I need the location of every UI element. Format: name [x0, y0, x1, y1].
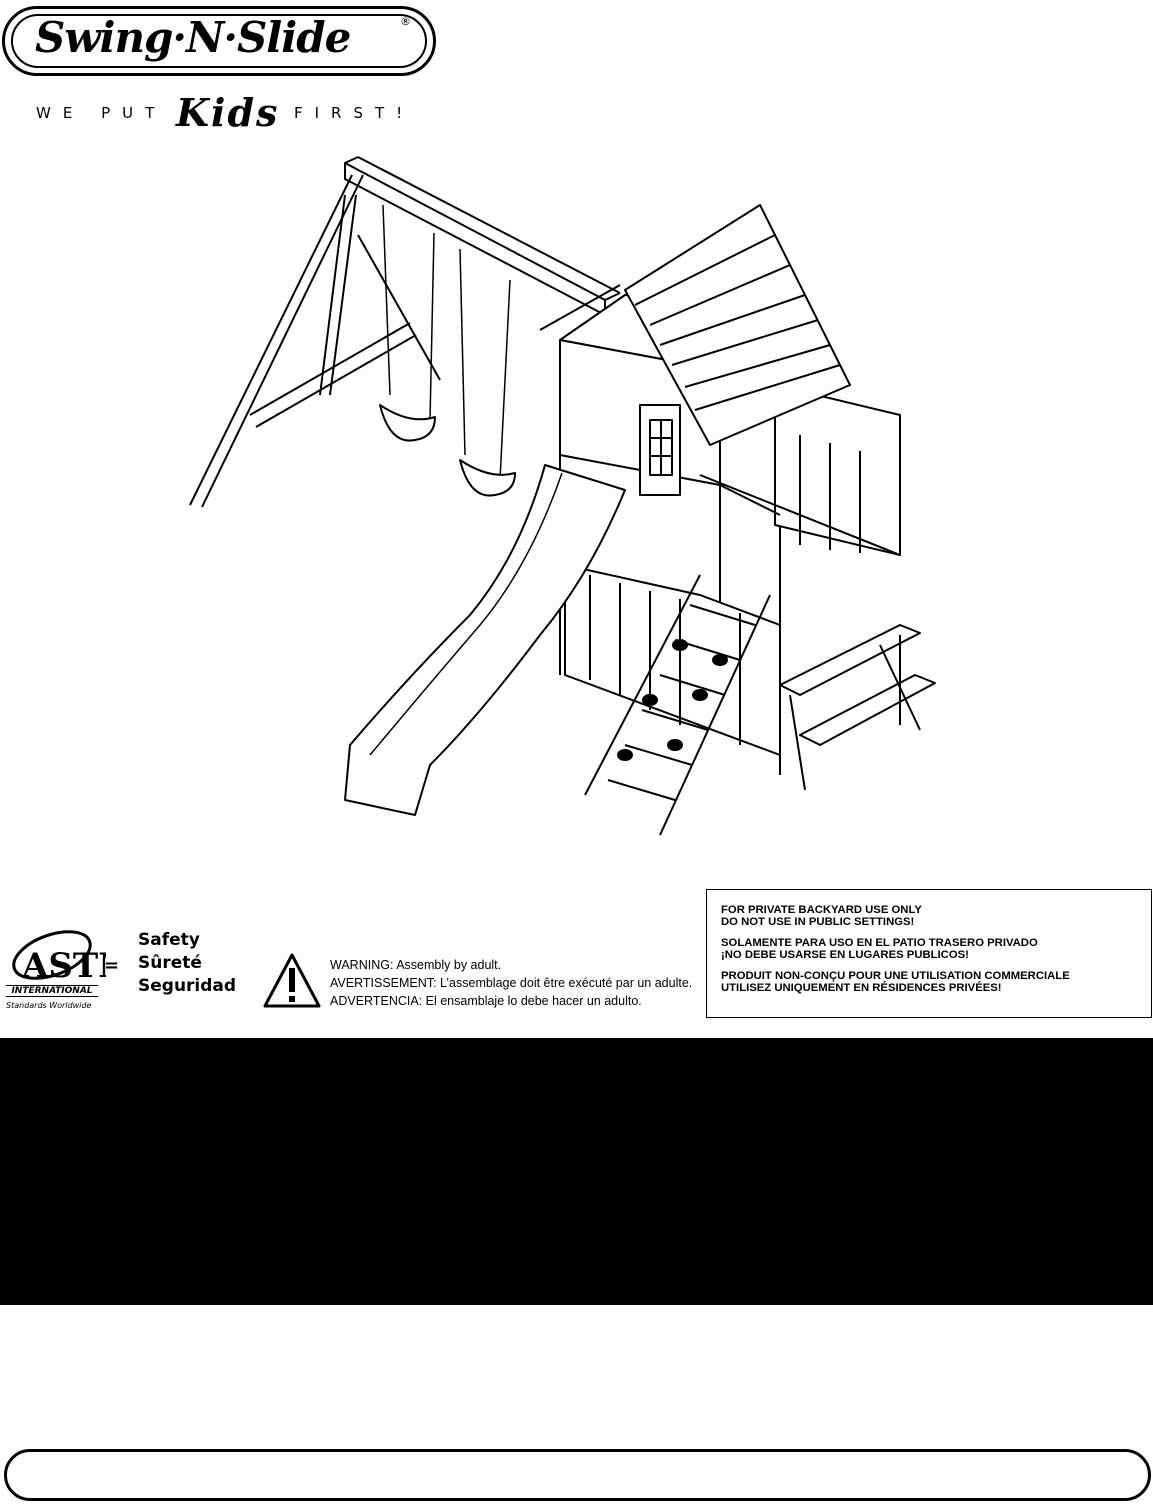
playset-illustration: [189, 156, 936, 836]
astm-logo: ASTM: [12, 930, 106, 986]
swing-seat-right: [459, 459, 516, 497]
notice-es: SOLAMENTE PARA USO EN EL PATIO TRASERO P…: [721, 937, 1038, 961]
swing-chains: [382, 204, 511, 481]
tagline-after: FIRST!: [294, 104, 415, 122]
safety-en: Safety: [138, 930, 200, 950]
slide: [344, 464, 626, 816]
private-use-notice: FOR PRIVATE BACKYARD USE ONLY DO NOT USE…: [706, 889, 1152, 1018]
tagline: WE PUT Kids FIRST!: [36, 90, 416, 142]
tagline-before: WE PUT: [36, 104, 167, 122]
roof: [539, 204, 851, 446]
swing-frame: [189, 156, 621, 508]
astm-standards: Standards Worldwide: [6, 1001, 92, 1010]
tagline-kids: Kids: [176, 90, 280, 135]
lower-walls: [564, 435, 861, 756]
warning-text: WARNING: Assembly by adult. AVERTISSEMEN…: [330, 956, 692, 1010]
safety-fr: Sûreté: [138, 953, 202, 973]
safety-es: Seguridad: [138, 976, 237, 996]
logo-inner-border: [11, 14, 427, 68]
notice-fr: PRODUIT NON-CONÇU POUR UNE UTILISATION C…: [721, 970, 1070, 994]
warning-en: WARNING: Assembly by adult.: [330, 958, 502, 972]
notice-en: FOR PRIVATE BACKYARD USE ONLY DO NOT USE…: [721, 904, 922, 928]
brand-name: Swing·N·Slide: [35, 13, 351, 62]
black-band: [0, 1038, 1153, 1305]
swing-seat-left: [379, 404, 436, 442]
picnic-table: [779, 624, 936, 791]
warning-fr: AVERTISSEMENT: L’assemblage doit être ex…: [330, 976, 693, 990]
brand-logo: Swing·N·Slide ®: [2, 6, 436, 76]
warning-triangle-icon: [263, 953, 321, 1008]
astm-international: INTERNATIONAL: [6, 985, 98, 997]
safety-words: Safety Sûreté Seguridad: [138, 929, 236, 998]
ladder: [584, 574, 771, 836]
equals-sign: =: [104, 955, 120, 976]
window: [639, 404, 681, 496]
astm-letters: ASTM: [21, 946, 106, 986]
warning-es: ADVERTENCIA: El ensamblaje lo debe hacer…: [330, 994, 642, 1008]
bottom-pill-frame: [4, 1449, 1151, 1501]
registered-mark: ®: [400, 15, 411, 28]
